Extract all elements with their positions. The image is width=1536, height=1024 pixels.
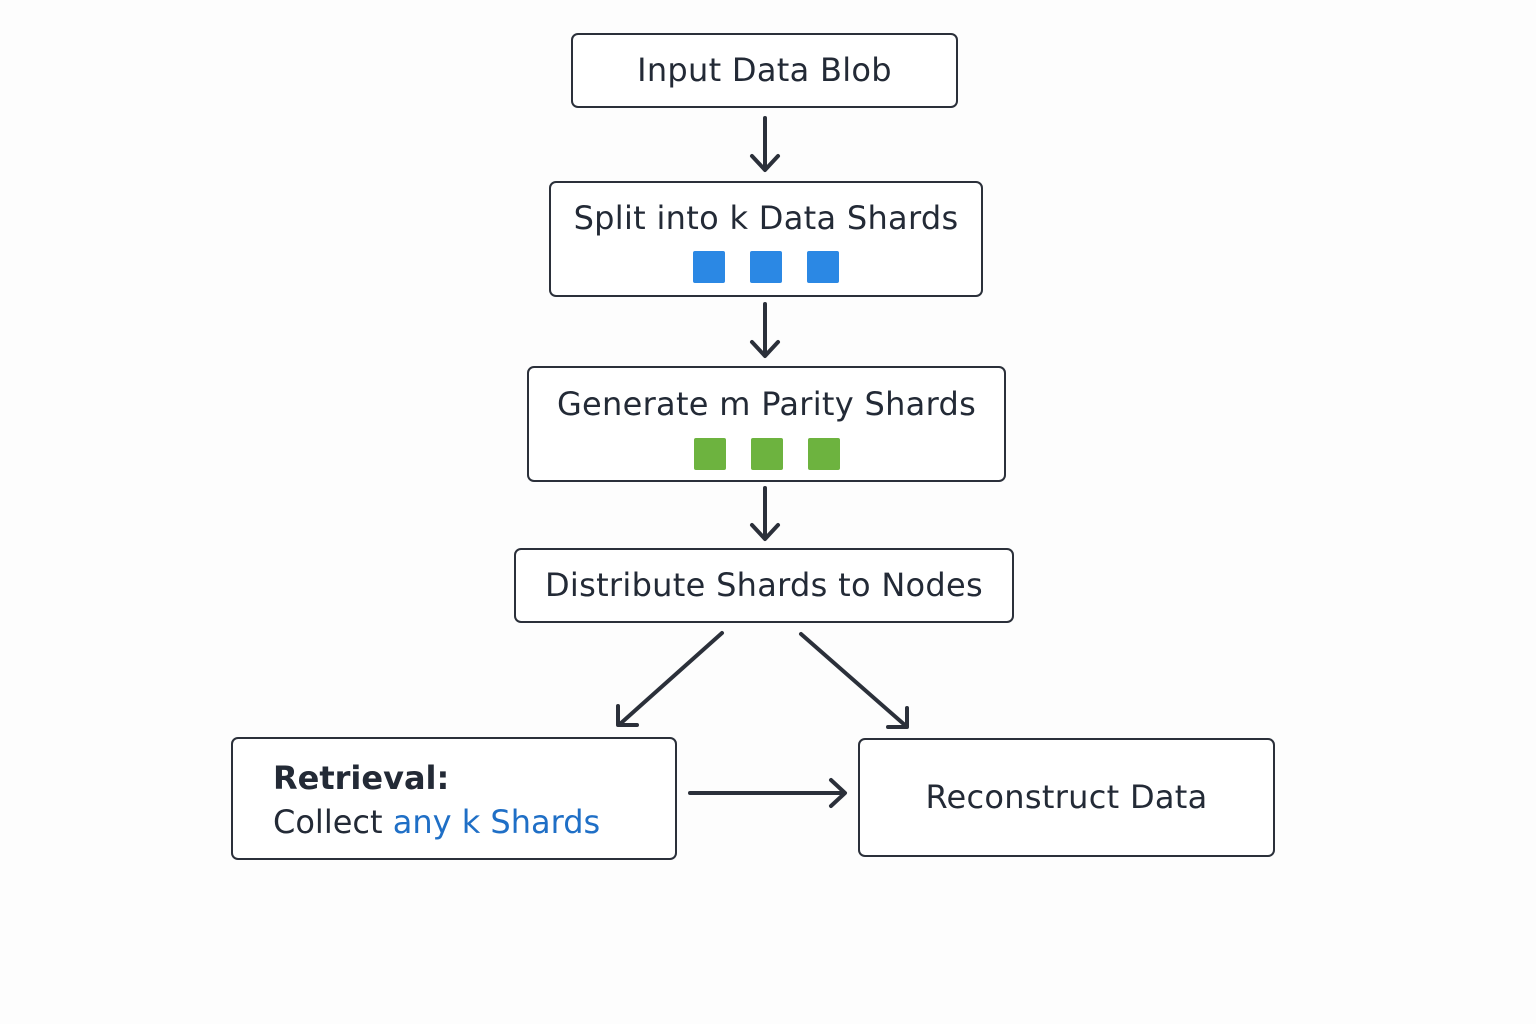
data-shard-square-3 (807, 251, 839, 283)
arrowhead-split-to-parity (750, 340, 780, 358)
input-data-blob-box: Input Data Blob (571, 33, 958, 108)
arrowhead-distribute-to-reconstruct (886, 706, 909, 729)
data-shard-square-2 (750, 251, 782, 283)
parity-shard-squares (529, 438, 1004, 470)
distribute-shards-label: Distribute Shards to Nodes (544, 566, 984, 604)
arrowhead-distribute-to-retrieval (616, 704, 639, 727)
retrieval-box: Retrieval: Collect any k Shards (231, 737, 677, 860)
retrieval-prefix: Collect (273, 803, 383, 841)
retrieval-description: Collect any k Shards (273, 803, 600, 841)
parity-shard-square-3 (807, 438, 840, 470)
parity-shard-square-1 (693, 438, 726, 470)
data-shard-square-1 (693, 251, 725, 283)
arrowhead-parity-to-distribute (750, 523, 780, 541)
retrieval-title: Retrieval: (273, 759, 450, 797)
reconstruct-data-label: Reconstruct Data (925, 778, 1208, 816)
input-data-blob-label: Input Data Blob (637, 51, 892, 89)
arrowhead-input-to-split (750, 154, 780, 172)
distribute-shards-box: Distribute Shards to Nodes (514, 548, 1014, 623)
arrow-distribute-to-retrieval (618, 631, 724, 726)
reconstruct-data-box: Reconstruct Data (858, 738, 1275, 857)
split-data-shards-label: Split into k Data Shards (573, 199, 959, 237)
generate-parity-shards-box: Generate m Parity Shards (527, 366, 1006, 482)
parity-shard-square-2 (750, 438, 783, 470)
arrowhead-retrieval-to-reconstruct (829, 778, 847, 808)
retrieval-highlight: any k Shards (392, 803, 601, 841)
generate-parity-shards-label: Generate m Parity Shards (556, 385, 977, 423)
split-data-shards-box: Split into k Data Shards (549, 181, 983, 297)
data-shard-squares (551, 251, 981, 283)
arrow-distribute-to-reconstruct (799, 632, 908, 728)
